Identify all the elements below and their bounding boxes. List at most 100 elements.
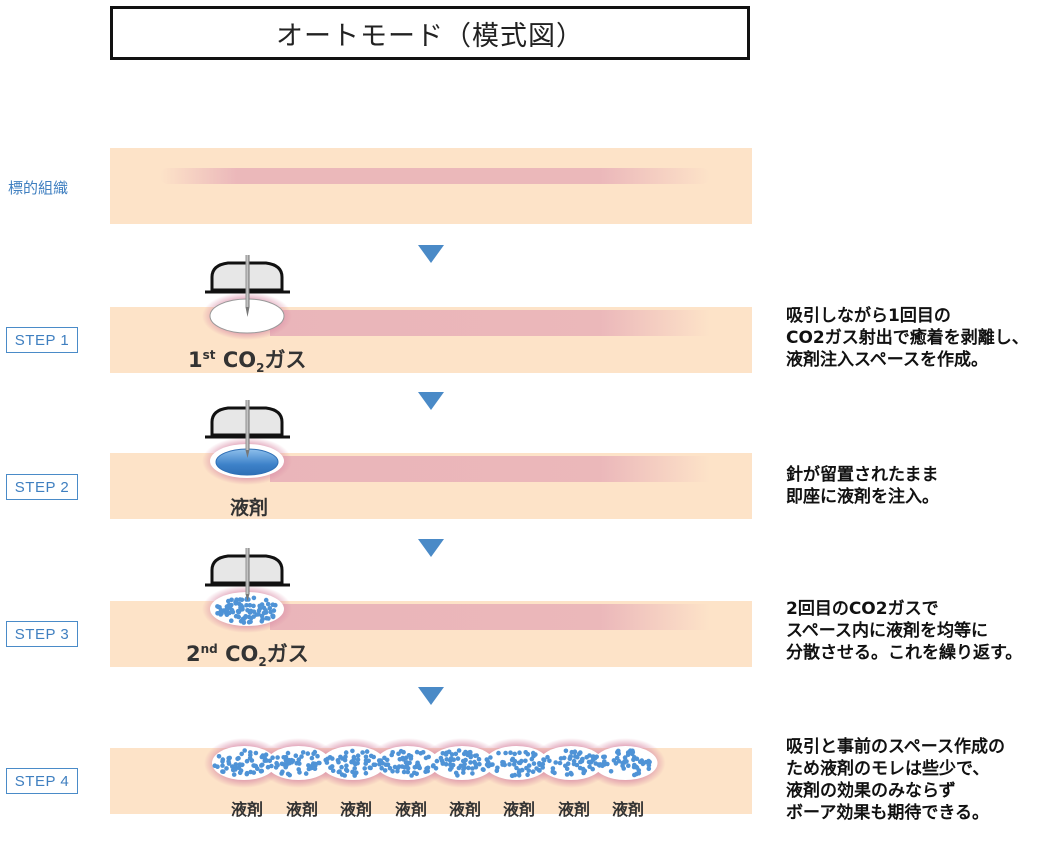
agent-dot bbox=[354, 770, 359, 775]
agent-dot bbox=[461, 767, 466, 772]
agent-dot bbox=[453, 751, 459, 757]
step-4-badge: STEP 4 bbox=[6, 768, 78, 794]
agent-dot bbox=[392, 764, 398, 770]
agent-dot bbox=[364, 749, 370, 754]
agent-dot bbox=[270, 755, 275, 760]
agent-dot bbox=[537, 761, 542, 766]
agent-dot bbox=[639, 758, 645, 763]
agent-dot bbox=[458, 763, 464, 769]
agent-dot bbox=[355, 760, 360, 766]
agent-dot bbox=[366, 758, 371, 764]
agent-dot bbox=[616, 748, 621, 754]
agent-dot bbox=[360, 750, 365, 755]
agent-dot bbox=[550, 766, 556, 771]
agent-dot bbox=[526, 768, 532, 773]
agent-dot bbox=[251, 763, 256, 768]
agent-dot bbox=[265, 601, 271, 607]
agent-dot bbox=[247, 603, 253, 608]
agent-dot bbox=[343, 750, 349, 755]
agent-dot bbox=[401, 749, 406, 755]
agent-dot bbox=[564, 766, 570, 771]
agent-dot bbox=[512, 751, 517, 757]
agent-dot bbox=[315, 753, 320, 759]
agent-dot bbox=[564, 772, 570, 777]
step-4-agent-label: 液剤 bbox=[448, 800, 481, 819]
agent-dot bbox=[403, 760, 409, 765]
pocket-dots bbox=[212, 748, 652, 779]
tissue-layer bbox=[270, 456, 710, 482]
agent-dot bbox=[239, 751, 244, 757]
target-tissue-label: 標的組織 bbox=[8, 179, 69, 197]
agent-dot bbox=[221, 769, 226, 774]
agent-dot bbox=[622, 759, 627, 764]
step-4-agent-label: 液剤 bbox=[339, 800, 372, 819]
agent-dot bbox=[625, 752, 631, 757]
agent-dot bbox=[299, 754, 304, 759]
agent-dot bbox=[220, 763, 225, 768]
agent-dot bbox=[468, 760, 473, 765]
agent-dot bbox=[414, 764, 420, 769]
agent-dot bbox=[514, 765, 519, 771]
agent-dot bbox=[270, 602, 276, 607]
agent-dot bbox=[449, 752, 455, 757]
agent-dot bbox=[530, 769, 536, 774]
agent-dot bbox=[258, 768, 264, 774]
agent-dot bbox=[309, 755, 315, 761]
agent-dot bbox=[220, 759, 225, 764]
agent-dot bbox=[605, 761, 610, 767]
needle-dome-step3 bbox=[202, 548, 292, 633]
agent-dot bbox=[267, 758, 273, 764]
agent-dot bbox=[634, 765, 640, 770]
agent-dot bbox=[237, 770, 243, 776]
agent-dot bbox=[343, 754, 348, 759]
agent-dot bbox=[405, 769, 411, 775]
diagram-title: オートモード（模式図） bbox=[110, 6, 750, 60]
agent-dot bbox=[224, 607, 229, 613]
agent-dot bbox=[306, 763, 311, 768]
needle-dome-step2 bbox=[202, 400, 292, 485]
agent-dot bbox=[547, 758, 552, 764]
agent-dot bbox=[601, 754, 606, 760]
agent-dot bbox=[343, 767, 349, 772]
agent-dot bbox=[368, 765, 373, 771]
agent-dot bbox=[567, 756, 573, 761]
agent-dot bbox=[251, 595, 257, 601]
agent-dot bbox=[368, 753, 374, 759]
agent-dot bbox=[387, 765, 393, 771]
agent-dot bbox=[390, 750, 395, 755]
agent-dot bbox=[251, 614, 256, 619]
agent-dot bbox=[260, 617, 265, 622]
agent-dot bbox=[229, 618, 234, 623]
agent-dot bbox=[242, 748, 247, 753]
agent-dot bbox=[523, 750, 528, 755]
agent-dot bbox=[516, 773, 522, 778]
agent-dot bbox=[574, 762, 580, 768]
agent-dot bbox=[251, 609, 257, 614]
agent-dot bbox=[630, 750, 636, 755]
agent-dot bbox=[456, 748, 462, 753]
agent-dot bbox=[245, 608, 250, 613]
agent-dot bbox=[406, 753, 412, 758]
agent-dot bbox=[507, 762, 512, 767]
agent-dot bbox=[363, 754, 369, 760]
step-4-agent-label: 液剤 bbox=[611, 800, 644, 819]
agent-dot bbox=[481, 767, 486, 772]
agent-dot bbox=[238, 605, 243, 610]
agent-dot bbox=[486, 763, 491, 769]
agent-dot bbox=[460, 758, 466, 764]
tissue-band-step1 bbox=[110, 307, 752, 373]
agent-dot bbox=[239, 597, 245, 603]
agent-dot bbox=[590, 766, 595, 772]
second-gas-number: 2 bbox=[186, 642, 201, 666]
agent-dot bbox=[275, 763, 280, 768]
agent-dot bbox=[236, 765, 242, 770]
agent-dot bbox=[494, 768, 500, 774]
second-gas-word: ガス bbox=[266, 642, 309, 666]
agent-dot bbox=[233, 601, 239, 606]
agent-dot bbox=[587, 764, 592, 769]
agent-dot bbox=[236, 755, 241, 761]
agent-dot bbox=[473, 761, 478, 767]
agent-dot bbox=[350, 748, 355, 754]
agent-dot bbox=[233, 767, 238, 772]
agent-dot bbox=[335, 758, 341, 763]
